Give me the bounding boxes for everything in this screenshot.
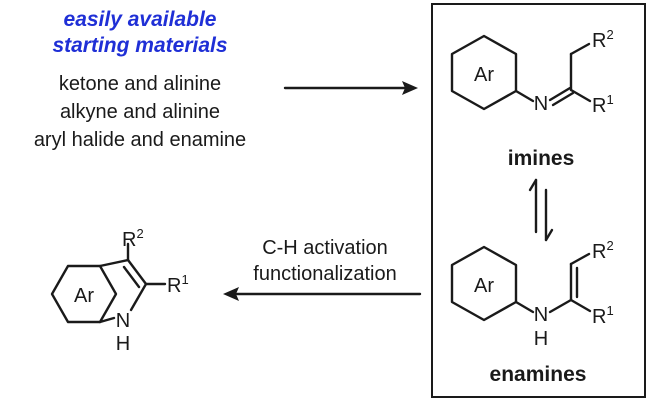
enamine-caption: enamines — [490, 363, 587, 386]
enamine-structure: Ar N H R2 R1 — [450, 238, 614, 350]
imine-benzene-ring — [450, 34, 518, 111]
imine-n-label: N — [534, 93, 548, 115]
enamine-r1-label: R1 — [592, 303, 614, 328]
heading-line-1: easily available — [64, 8, 217, 31]
indole-ring-label: Ar — [74, 285, 94, 307]
indole-h-label: H — [116, 333, 130, 355]
indole-structure: Ar R2 R1 N H — [50, 226, 189, 355]
arrow-to-indole — [223, 287, 422, 301]
imine-caption: imines — [508, 147, 575, 170]
enamine-ring-label: Ar — [474, 275, 494, 297]
starting-item-1: ketone and alinine — [59, 73, 221, 95]
reaction-condition-2: functionalization — [253, 263, 396, 285]
imine-r2-label: R2 — [592, 27, 614, 52]
equilibrium-arrows — [528, 178, 554, 242]
indole-r2-label: R2 — [122, 226, 144, 251]
intermediates-box — [431, 3, 646, 398]
enamine-n-label: N — [534, 304, 548, 326]
enamine-benzene-ring — [450, 245, 518, 322]
starting-item-2: alkyne and alinine — [60, 101, 220, 123]
imine-structure: Ar N R2 R1 — [450, 27, 614, 117]
enamine-h-label: H — [534, 328, 548, 350]
arrow-to-imine — [283, 81, 418, 95]
imine-r1-label: R1 — [592, 92, 614, 117]
indole-n-label: N — [116, 310, 130, 332]
imine-ring-label: Ar — [474, 64, 494, 86]
heading-line-2: starting materials — [52, 34, 227, 57]
enamine-r2-label: R2 — [592, 238, 614, 263]
reaction-condition-1: C-H activation — [262, 237, 388, 259]
starting-item-3: aryl halide and enamine — [34, 129, 246, 151]
indole-r1-label: R1 — [167, 272, 189, 297]
